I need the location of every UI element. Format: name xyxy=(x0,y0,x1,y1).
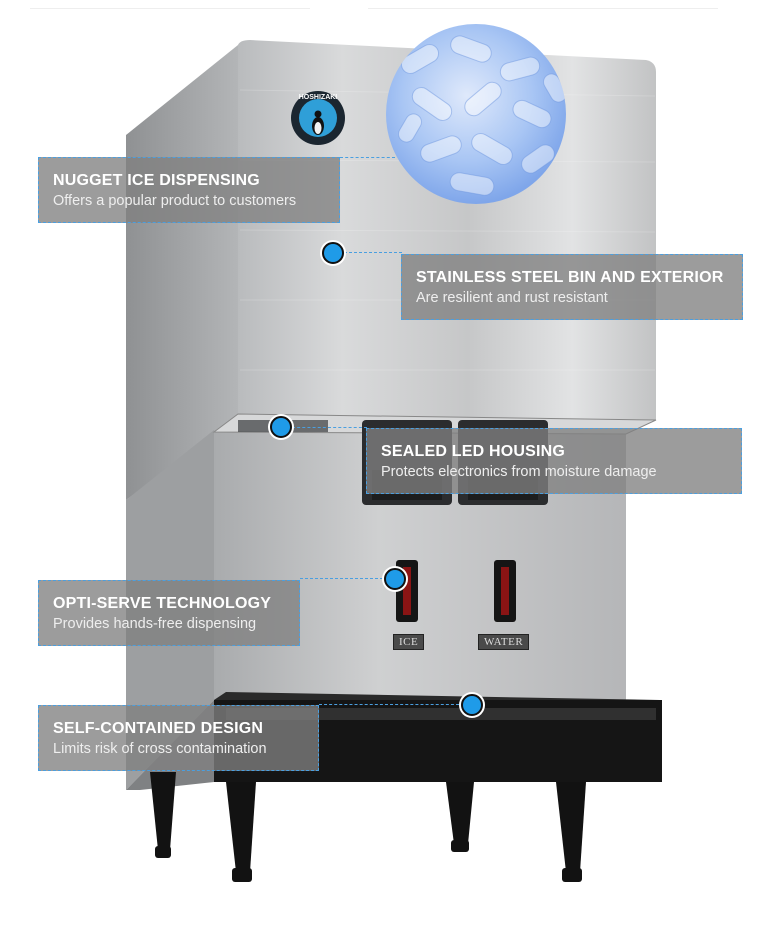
ice-nugget-graphic xyxy=(386,24,566,204)
callout-desc: Protects electronics from moisture damag… xyxy=(381,464,657,480)
callout-self-contained: SELF-CONTAINED DESIGN Limits risk of cro… xyxy=(38,705,319,771)
brand-seal xyxy=(291,91,345,145)
leader-self xyxy=(319,704,459,705)
callout-desc: Limits risk of cross contamination xyxy=(53,741,267,757)
leader-nugget xyxy=(340,157,395,158)
hotspot-sealed-led[interactable] xyxy=(270,416,292,438)
brand-logo-text: HOSHIZAKI xyxy=(298,94,338,101)
callout-desc: Offers a popular product to customers xyxy=(53,193,297,209)
callout-title: OPTI-SERVE TECHNOLOGY xyxy=(53,595,272,612)
callout-desc: Provides hands-free dispensing xyxy=(53,616,257,632)
callout-desc: Are resilient and rust resistant xyxy=(416,290,608,306)
ice-label: ICE xyxy=(393,634,425,650)
callout-title: SEALED LED HOUSING xyxy=(381,443,566,460)
water-label: WATER xyxy=(478,634,530,650)
hotspot-stainless-steel[interactable] xyxy=(322,242,344,264)
callout-title: NUGGET ICE DISPENSING xyxy=(53,172,260,189)
top-divider-right xyxy=(368,8,718,9)
leader-opti xyxy=(300,578,383,579)
top-divider-left xyxy=(30,8,310,9)
hotspot-self-contained[interactable] xyxy=(461,694,483,716)
callout-title: STAINLESS STEEL BIN AND EXTERIOR xyxy=(416,269,724,286)
callout-opti-serve: OPTI-SERVE TECHNOLOGY Provides hands-fre… xyxy=(38,580,300,646)
leader-steel xyxy=(344,252,402,253)
leader-led xyxy=(292,427,367,428)
callout-nugget-ice: NUGGET ICE DISPENSING Offers a popular p… xyxy=(38,157,340,223)
callout-stainless-steel: STAINLESS STEEL BIN AND EXTERIOR Are res… xyxy=(401,254,743,320)
callout-sealed-led: SEALED LED HOUSING Protects electronics … xyxy=(366,428,742,494)
hotspot-opti-serve[interactable] xyxy=(384,568,406,590)
callout-title: SELF-CONTAINED DESIGN xyxy=(53,720,264,737)
legs xyxy=(150,772,586,882)
